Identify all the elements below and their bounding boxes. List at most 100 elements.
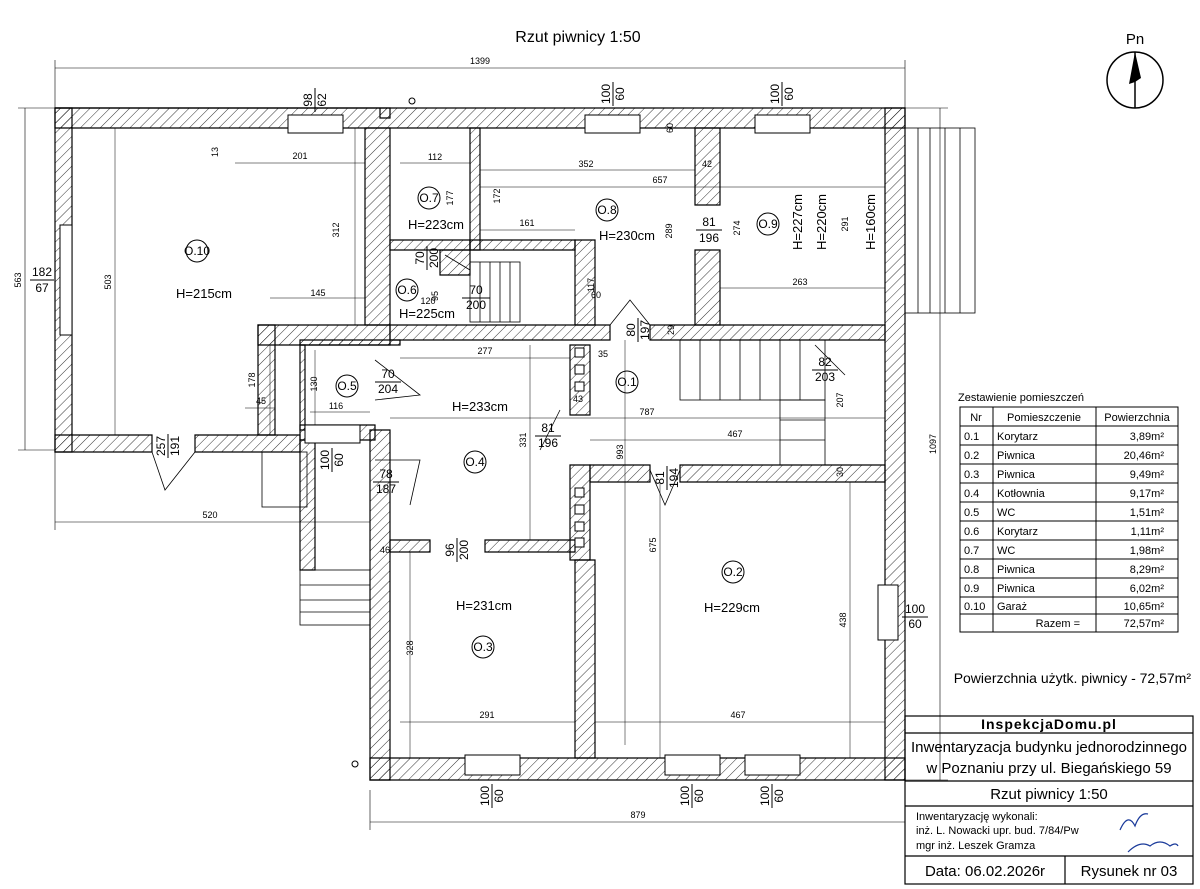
dim-145: 145 [310, 288, 325, 298]
room-height-o6: H=225cm [399, 306, 455, 321]
usable-area: Powierzchnia użytk. piwnicy - 72,57m² [954, 670, 1192, 686]
stairs [261, 261, 826, 626]
dim-438: 438 [838, 612, 848, 627]
table-cell: Piwnica [997, 564, 1036, 576]
project-line-2: w Poznaniu przy ul. Biegańskiego 59 [925, 760, 1171, 777]
table-cell: 6,02m² [1130, 583, 1165, 595]
room-height-o8: H=230cm [599, 228, 655, 243]
table-cell: 3,89m² [1130, 431, 1165, 443]
dim-177: 177 [445, 190, 455, 205]
dim-bottom-total: 879 [630, 810, 645, 820]
dim-45: 45 [256, 396, 266, 406]
dim-787: 787 [639, 407, 654, 417]
opening-w: 70 [381, 367, 395, 381]
dim-117: 117 [586, 278, 596, 292]
opening-h: 203 [815, 370, 835, 384]
table-cell: Piwnica [997, 450, 1036, 462]
opening-w: 100 [599, 84, 613, 104]
north-arrow-icon: Pn [1106, 31, 1164, 109]
table-cell: 20,46m² [1124, 450, 1165, 462]
dim-657: 657 [652, 175, 667, 185]
room-id-o3: O.3 [473, 640, 493, 654]
dim-120: 120 [420, 296, 435, 306]
opening-h: 196 [699, 231, 719, 245]
dim-331: 331 [518, 432, 528, 447]
dim-274: 274 [732, 220, 742, 235]
authors-label: Inwentaryzację wykonali: [916, 811, 1038, 823]
dim-46: 46 [380, 545, 390, 555]
opening-w: 257 [154, 436, 168, 456]
room-id-o7: O.7 [419, 191, 439, 205]
opening-w: 70 [469, 283, 483, 297]
room-id-o4: O.4 [465, 455, 485, 469]
table-cell: WC [997, 545, 1015, 557]
table-cell: 0.8 [964, 564, 979, 576]
dim-172: 172 [492, 188, 502, 203]
dim-right-total: 1097 [928, 434, 938, 454]
table-cell: 9,17m² [1130, 488, 1165, 500]
interior-dim-lines [114, 128, 885, 758]
project-line-1: Inwentaryzacja budynku jednorodzinnego [911, 739, 1187, 756]
dim-467-mid: 467 [727, 429, 742, 439]
table-cell: 0.4 [964, 488, 979, 500]
dim-60-mid: 60 [591, 290, 601, 300]
opening-h: 67 [35, 281, 49, 295]
table-cell: 0.7 [964, 545, 979, 557]
door-swings [151, 254, 846, 507]
room-height-o3: H=231cm [456, 598, 512, 613]
dim-top-total: 1399 [470, 56, 490, 66]
opening-w: 100 [905, 602, 925, 616]
dim-263: 263 [792, 277, 807, 287]
table-cell: Kotłownia [997, 488, 1046, 500]
drawing-title: Rzut piwnicy 1:50 [515, 29, 640, 46]
opening-w: 100 [768, 84, 782, 104]
opening-w: 81 [653, 471, 667, 485]
dim-289: 289 [664, 223, 674, 238]
room-id-o1: O.1 [617, 375, 637, 389]
opening-h: 60 [772, 789, 786, 803]
opening-h: 194 [667, 468, 681, 488]
author-2: mgr inż. Leszek Gramza [916, 840, 1036, 852]
opening-h: 191 [168, 436, 182, 456]
dim-95: 95 [430, 291, 440, 301]
dim-291-top: 291 [840, 216, 850, 231]
table-total-value: 72,57m² [1124, 618, 1165, 630]
table-cell: 0.5 [964, 507, 979, 519]
dim-201: 201 [292, 151, 307, 161]
room-id-o2: O.2 [723, 565, 743, 579]
opening-h: 60 [332, 453, 346, 467]
dim-993: 993 [615, 444, 625, 459]
dim-42: 42 [702, 159, 712, 169]
opening-w: 100 [478, 786, 492, 806]
author-1: inż. L. Nowacki upr. bud. 7/84/Pw [916, 825, 1079, 837]
signature-icon [1119, 813, 1179, 853]
room-markers [185, 186, 780, 659]
window-openings [59, 114, 899, 776]
table-cell: 0.10 [964, 601, 985, 613]
room-id-o10: O.10 [184, 244, 210, 258]
marker-dot [408, 97, 416, 105]
room-id-o6: O.6 [397, 283, 417, 297]
dim-29: 29 [666, 325, 676, 335]
drawing-name: Rzut piwnicy 1:50 [990, 786, 1108, 803]
walls [54, 107, 906, 781]
opening-w: 100 [758, 786, 772, 806]
dim-13: 13 [210, 147, 220, 157]
opening-h: 60 [613, 87, 627, 101]
sheet-number: Rysunek nr 03 [1081, 863, 1178, 880]
opening-w: 80 [624, 323, 638, 337]
opening-w: 100 [678, 786, 692, 806]
opening-h: 200 [427, 248, 441, 268]
table-cell: 0.3 [964, 469, 979, 481]
dim-130: 130 [309, 376, 319, 391]
dim-277: 277 [477, 346, 492, 356]
marker-dot [351, 760, 359, 768]
room-id-o5: O.5 [337, 379, 357, 393]
table-cell: 8,29m² [1130, 564, 1165, 576]
room-height-o9-a: H=227cm [790, 194, 805, 250]
table-cell: 1,11m² [1131, 526, 1165, 538]
table-cell: Korytarz [997, 431, 1038, 443]
dim-312: 312 [331, 222, 341, 237]
